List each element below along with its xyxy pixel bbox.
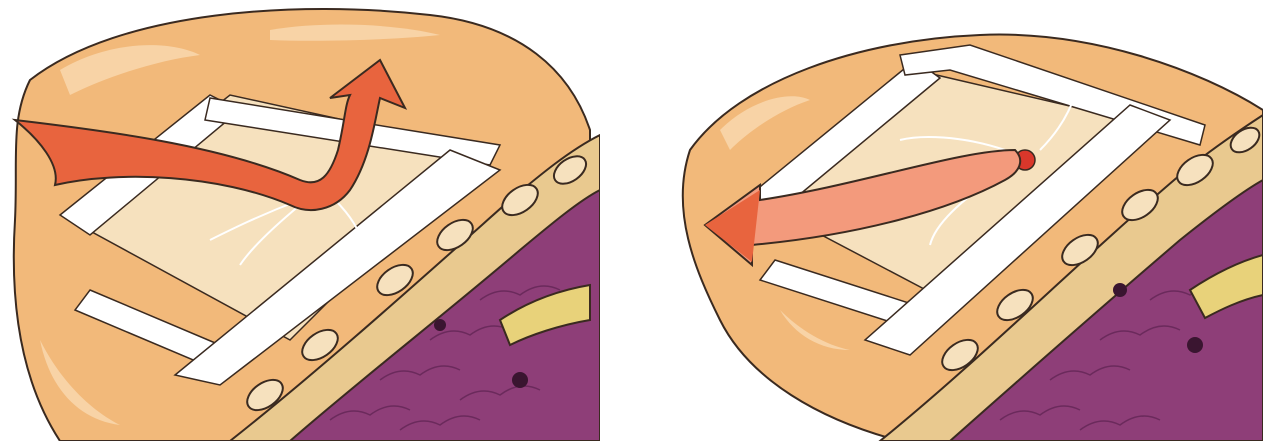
left-illustration xyxy=(0,0,600,441)
lung-lesion xyxy=(512,372,528,388)
lung-lesion xyxy=(1113,283,1127,297)
lung-lesion xyxy=(434,319,446,331)
lung-lesion xyxy=(1187,337,1203,353)
panel-right xyxy=(660,0,1263,441)
panel-left xyxy=(0,0,600,441)
right-illustration xyxy=(660,0,1263,441)
